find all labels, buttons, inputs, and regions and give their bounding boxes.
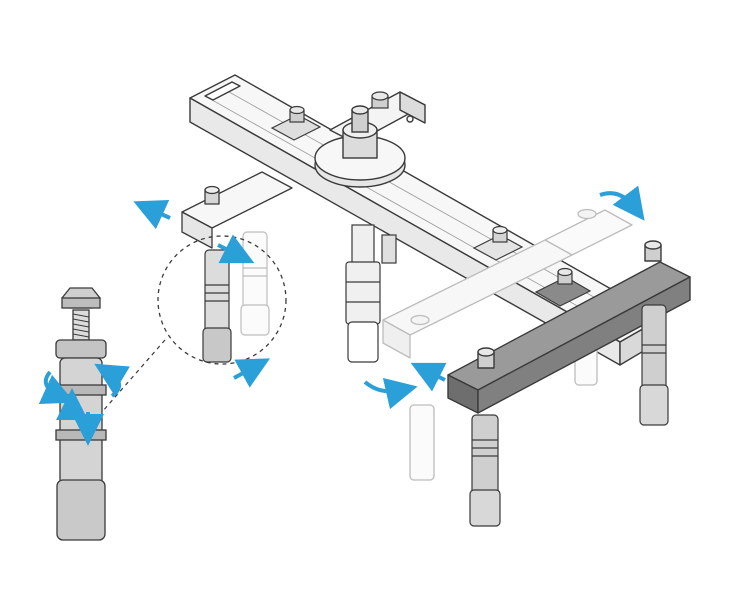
center-pivot-hub (314, 105, 406, 188)
curved-rotate-arrow-icon (363, 377, 418, 410)
straight-move-arrow-icon (410, 362, 447, 392)
right-arm-active (447, 240, 691, 414)
right-pin-back (639, 304, 669, 426)
right-pin-front (469, 414, 501, 527)
left-arm-bar (181, 171, 293, 249)
straight-move-arrow-icon (217, 234, 255, 264)
curved-rotate-arrow-icon (599, 185, 645, 221)
clamp-block-1 (270, 105, 322, 141)
clamp-block-3 (534, 267, 592, 307)
straight-move-arrow-icon (233, 358, 271, 388)
zoom-leader-line (94, 339, 166, 421)
left-pin-ghost (240, 231, 270, 336)
vertical-updown-arrow-icon (56, 388, 104, 446)
straight-move-arrow-icon (133, 200, 171, 230)
left-pin-active (202, 249, 232, 363)
clamp-block-2 (472, 225, 524, 261)
detail-pin-enlarged (55, 287, 107, 541)
clamp-block-4 (371, 91, 389, 109)
center-hanging-pin (345, 224, 397, 363)
zoom-highlight-circle (157, 235, 287, 365)
